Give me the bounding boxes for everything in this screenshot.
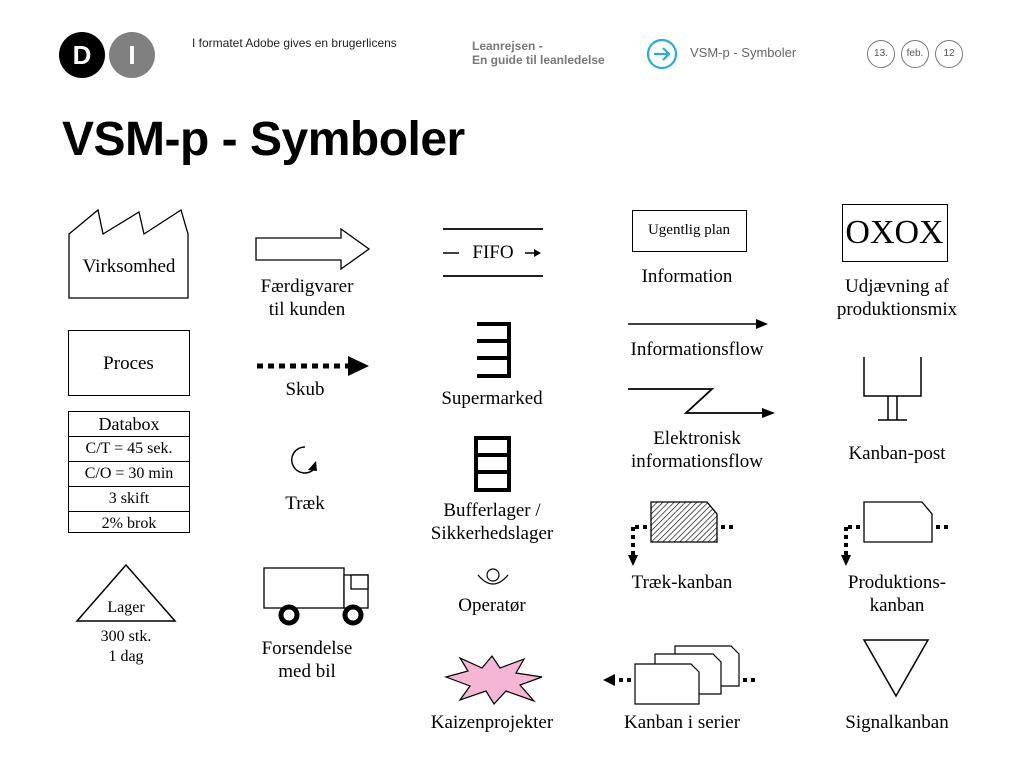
databox-row: C/T = 45 sek.	[69, 436, 189, 461]
traek-kanban-label: Træk-kanban	[631, 572, 733, 593]
date-day: 13.	[867, 40, 895, 68]
operator-icon	[477, 568, 509, 585]
databox: Databox C/T = 45 sek. C/O = 30 min 3 ski…	[68, 411, 190, 533]
forsendelse-label-1: Forsendelse	[261, 638, 353, 659]
oxox-label: OXOX	[845, 214, 944, 251]
kanban-post-label: Kanban-post	[848, 443, 946, 464]
electronic-flow-icon	[628, 388, 775, 418]
oxox-box: OXOX	[842, 204, 948, 262]
lager-days: 1 dag	[108, 648, 144, 665]
proces-box: Proces	[68, 330, 190, 396]
databox-row: 3 skift	[69, 486, 189, 511]
skub-label: Skub	[285, 379, 325, 400]
license-text: I formatet Adobe gives en brugerlicens	[192, 36, 397, 50]
supermarked-label: Supermarked	[441, 388, 543, 409]
logo-i: I	[109, 32, 155, 78]
signal-triangle-icon	[862, 639, 930, 698]
page-title: VSM-p - Symboler	[62, 113, 465, 166]
informationsflow-label: Informationsflow	[630, 339, 764, 360]
ugentlig-plan-box: Ugentlig plan	[632, 210, 747, 252]
kaizen-burst-icon	[444, 654, 543, 705]
kanban-serier-label: Kanban i serier	[623, 712, 741, 733]
course-title: Leanrejsen - En guide til leanledelse	[472, 39, 605, 67]
lager-triangle-icon	[75, 563, 177, 622]
kanban-series-icon	[603, 645, 757, 705]
elektronisk-label-2: informationsflow	[631, 451, 763, 472]
elektronisk-label-1: Elektronisk	[653, 428, 741, 449]
udjaevning-label-1: Udjævning af	[845, 276, 949, 297]
faerdigvarer-label-2: til kunden	[268, 299, 346, 320]
information-flow-arrow-icon	[628, 319, 768, 329]
traek-label: Træk	[285, 493, 325, 514]
supermarket-icon	[477, 322, 511, 378]
lager-label: Lager	[107, 599, 145, 616]
udjaevning-label-2: produktionsmix	[836, 299, 958, 320]
logo-d: D	[59, 32, 105, 78]
factory-icon	[68, 208, 189, 299]
buffer-label-1: Bufferlager /	[443, 500, 541, 521]
fifo-icon	[443, 228, 543, 277]
kanban-post-icon	[863, 357, 922, 421]
databox-row: Databox	[98, 414, 160, 434]
date-year: 12	[935, 40, 963, 68]
produktions-label-1: Produktions-	[847, 572, 947, 593]
fifo-label: FIFO	[472, 242, 514, 263]
proces-label: Proces	[103, 353, 154, 374]
forsendelse-label-2: med bil	[278, 661, 336, 682]
databox-row: C/O = 30 min	[69, 461, 189, 486]
traek-kanban-icon	[628, 501, 735, 566]
truck-icon	[263, 567, 369, 626]
next-arrow-circle-icon[interactable]	[646, 38, 678, 70]
buffer-icon	[474, 436, 511, 492]
lager-qty: 300 stk.	[100, 628, 152, 645]
produktions-label-2: kanban	[869, 595, 925, 616]
kaizen-label: Kaizenprojekter	[430, 712, 554, 733]
course-line-2: En guide til leanledelse	[472, 53, 605, 67]
section-label: VSM-p - Symboler	[690, 45, 797, 60]
course-line-1: Leanrejsen -	[472, 39, 543, 53]
shipment-arrow-icon	[255, 227, 371, 271]
operator-label: Operatør	[458, 595, 526, 616]
information-label: Information	[641, 266, 733, 287]
databox-row: 2% brok	[69, 511, 189, 536]
produktions-kanban-icon	[841, 501, 948, 566]
buffer-label-2: Sikkerhedslager	[430, 523, 554, 544]
ugentlig-plan-label: Ugentlig plan	[647, 222, 731, 238]
pull-circle-arrow-icon	[291, 446, 317, 474]
logo: D I	[59, 32, 157, 78]
date-month: feb.	[901, 40, 929, 68]
signalkanban-label: Signalkanban	[845, 712, 949, 733]
faerdigvarer-label-1: Færdigvarer	[260, 276, 354, 297]
push-arrow-icon	[257, 356, 369, 376]
virksomhed-label: Virksomhed	[82, 256, 176, 277]
